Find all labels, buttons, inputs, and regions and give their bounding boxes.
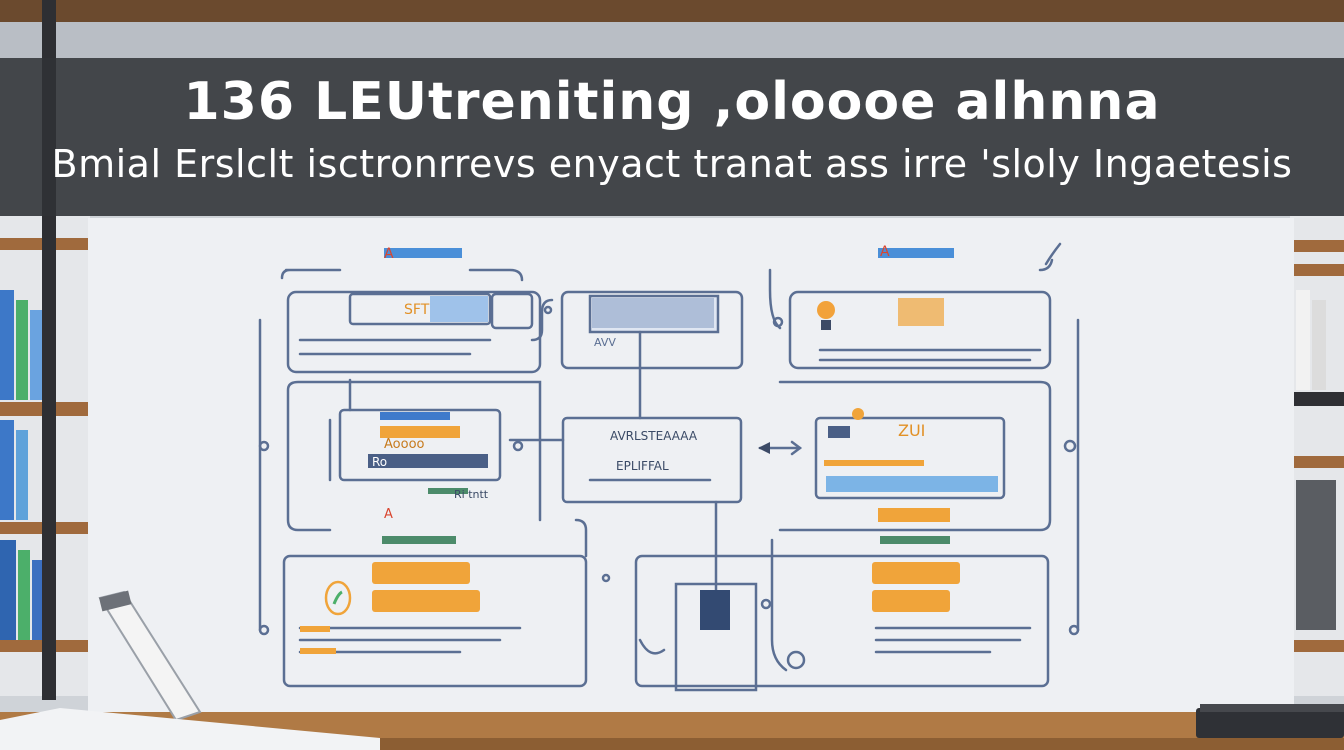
panel-top-center bbox=[560, 290, 744, 370]
ceiling-beam bbox=[0, 0, 1344, 22]
paper-stack bbox=[0, 708, 380, 750]
panel-top-left bbox=[286, 290, 542, 374]
panel-top-right bbox=[788, 290, 1052, 370]
banner-headline: 136 LEUtreniting ,oloooe alhnna bbox=[183, 72, 1161, 132]
label-top-right-header: A bbox=[880, 244, 890, 260]
label-left-small-a: Ri tntt bbox=[454, 488, 489, 501]
pen-icon bbox=[98, 590, 202, 722]
panel-center bbox=[561, 416, 743, 504]
label-center-title: AVRLSTEAAAA bbox=[610, 429, 698, 443]
arrow-right-icon bbox=[758, 442, 770, 454]
right-bookshelf bbox=[1290, 216, 1344, 696]
banner-subline: Bmial Erslclt isctronrrevs enyact tranat… bbox=[51, 142, 1293, 186]
panel-bottom-left bbox=[282, 554, 588, 688]
gear-icon bbox=[852, 408, 864, 420]
label-mid-right-tag: ZUI bbox=[898, 421, 925, 440]
label-left-tile-a: Aoooo bbox=[384, 437, 425, 452]
label-top-left-tag: SFT bbox=[404, 302, 430, 318]
panel-mid-left bbox=[338, 408, 502, 482]
panel-bottom-right bbox=[634, 554, 1050, 688]
label-left-tile-b: Ro bbox=[372, 455, 387, 469]
lightbulb-icon bbox=[817, 301, 835, 330]
label-center-subtitle: EPLIFFAL bbox=[616, 459, 669, 473]
label-top-center-caption: AVV bbox=[594, 336, 616, 349]
diagram-accents bbox=[300, 248, 998, 654]
leaf-icon bbox=[324, 580, 352, 616]
notebook-icon bbox=[1196, 704, 1344, 738]
label-top-left-header: A bbox=[384, 246, 394, 262]
panel-mid-right bbox=[814, 416, 1006, 500]
label-left-mid-header: A bbox=[384, 507, 393, 522]
